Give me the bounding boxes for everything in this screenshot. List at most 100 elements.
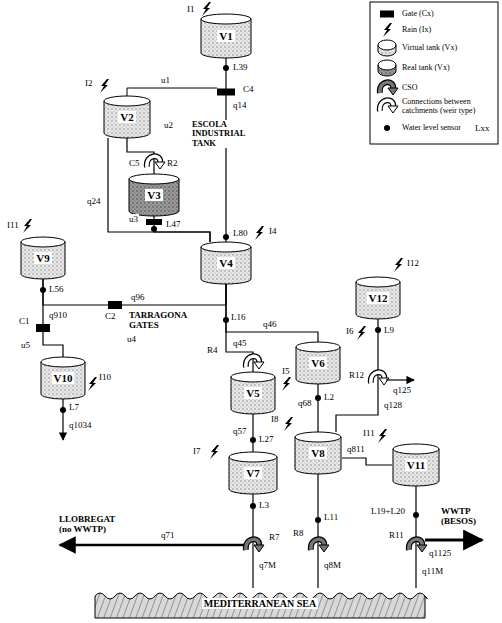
legend-text: Connections between catchments (weir typ… <box>402 97 494 115</box>
signal-label: L27 <box>258 434 275 444</box>
signal-label: q811 <box>346 444 366 454</box>
rain-symbol <box>394 258 403 272</box>
tank-rim <box>231 372 275 377</box>
pipe-connector <box>225 58 226 242</box>
signal-label: u3 <box>128 214 139 224</box>
level-sensor <box>375 327 381 333</box>
legend-weir <box>380 100 398 113</box>
gate-symbol <box>36 324 50 332</box>
tank-body <box>41 362 85 399</box>
level-sensor <box>40 287 46 293</box>
signal-label: L3 <box>258 500 270 510</box>
rain-symbol <box>202 2 211 16</box>
outflow-arrow <box>386 379 414 380</box>
signal-label: C2 <box>104 311 117 321</box>
tank-rim <box>296 342 340 347</box>
legend-text: Real tank (Vx) <box>402 63 450 72</box>
tank-rim <box>356 277 400 282</box>
outflow-arrow <box>425 539 482 542</box>
cso-symbol <box>311 539 329 552</box>
legend-text: Rain (Ix) <box>402 25 431 34</box>
level-sensor <box>384 125 390 131</box>
gate-symbol <box>380 11 394 18</box>
legend-tank <box>378 60 396 76</box>
signal-label: L80 <box>232 228 249 238</box>
signal-label: I7 <box>192 446 202 456</box>
tank-heading: ESCOLA INDUSTRIAL TANK <box>192 120 264 148</box>
control-line <box>127 88 217 96</box>
virtual-tank: V7 <box>228 452 278 494</box>
pipe-connector <box>43 279 226 305</box>
signal-label: q910 <box>48 310 68 320</box>
legend-box <box>370 2 498 144</box>
tank-rim <box>21 237 65 242</box>
real-tank: ESCOLA INDUSTRIAL TANKV3 <box>128 174 180 216</box>
signal-label: L56 <box>48 284 65 294</box>
tank-name: V9 <box>34 252 51 264</box>
tank-name: V2 <box>118 111 135 123</box>
tank-name: V11 <box>405 459 427 471</box>
virtual-tank: V10 <box>40 357 86 399</box>
pipe-connector <box>226 284 318 342</box>
signal-label: C4 <box>242 84 255 94</box>
rain-symbol <box>282 377 291 391</box>
signal-label: Lxx <box>474 123 491 133</box>
signal-label: q7M <box>258 560 277 570</box>
signal-label: q24 <box>86 196 102 206</box>
signal-label: L9 <box>383 325 395 335</box>
rain-symbol <box>88 377 97 391</box>
weir-connection <box>371 372 389 385</box>
tank-body <box>356 282 400 319</box>
tank-name: V4 <box>217 257 234 269</box>
signal-label: L7 <box>68 402 80 412</box>
signal-label: q45 <box>232 338 248 348</box>
signal-label: q1034 <box>68 420 93 430</box>
cso-symbol <box>246 539 264 552</box>
signal-label: L47 <box>165 219 182 229</box>
signal-label: q96 <box>130 292 146 302</box>
tank-body <box>201 247 251 284</box>
tank-name: V5 <box>244 387 261 399</box>
signal-label: q128 <box>383 400 403 410</box>
weir-connection <box>246 356 264 369</box>
virtual-tank: V9 <box>20 237 66 279</box>
signal-label: I10 <box>98 372 112 382</box>
place-label: LLOBREGAT (no WWTP) <box>58 514 130 535</box>
signal-label: I12 <box>406 258 420 268</box>
gate-symbol <box>108 301 122 309</box>
place-label: WWTP (BESOS) <box>440 506 498 527</box>
signal-label: q11M <box>421 566 444 576</box>
tank-name: V7 <box>244 467 261 479</box>
virtual-tank: V6 <box>295 342 341 384</box>
rain-symbol <box>210 445 219 459</box>
sea-shape <box>95 593 428 618</box>
signal-label: u2 <box>163 120 174 130</box>
signal-label: q71 <box>160 530 176 540</box>
signal-label: u4 <box>126 334 137 344</box>
gate-symbol <box>217 89 235 96</box>
rain-symbol <box>357 326 366 340</box>
legend-cso <box>380 82 398 95</box>
tank-name: V1 <box>217 30 234 42</box>
signal-label: C1 <box>18 316 31 326</box>
tank-body <box>296 347 340 384</box>
signal-label: q46 <box>262 319 278 329</box>
signal-label: q1125 <box>428 548 452 558</box>
signal-label: R8 <box>292 528 305 538</box>
signal-label: L16 <box>230 312 247 322</box>
tank-body <box>231 377 275 414</box>
level-sensor <box>413 512 419 518</box>
virtual-tank: V8 <box>294 432 342 474</box>
outflow-arrow <box>62 399 63 440</box>
legend-text: CSO <box>402 83 418 92</box>
legend-text: Water level sensor <box>402 123 461 132</box>
pipe-connector <box>252 414 253 452</box>
tank-body <box>229 457 277 494</box>
place-label: TARRAGONA GATES <box>128 310 194 331</box>
pipe-connector <box>342 458 392 465</box>
signal-label: L39 <box>232 62 249 72</box>
legend-tank <box>378 40 396 56</box>
signal-label: I8 <box>270 414 280 424</box>
level-sensor <box>315 395 321 401</box>
rain-symbol <box>100 79 109 93</box>
